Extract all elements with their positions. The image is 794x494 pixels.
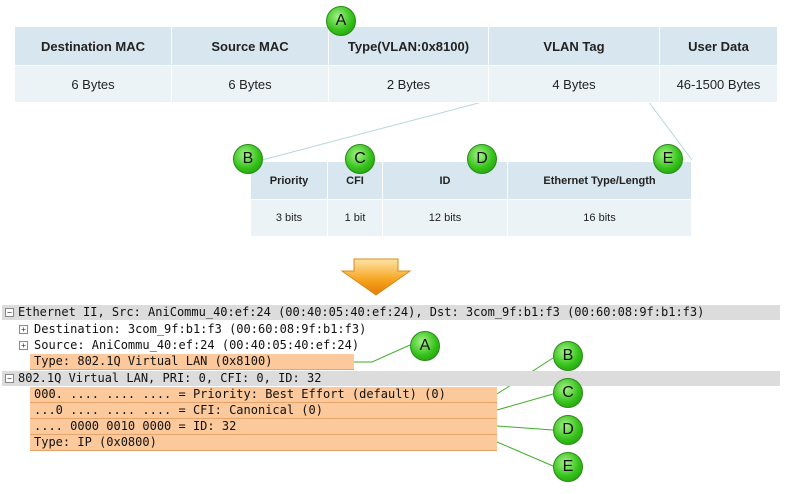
badge-c-top: C — [345, 144, 375, 174]
id-line[interactable]: .... 0000 0010 0000 = ID: 32 — [34, 419, 237, 433]
tag-value-cell: 1 bit — [327, 199, 383, 237]
down-arrow-icon — [340, 258, 412, 296]
expand-plus-icon[interactable]: + — [19, 325, 28, 334]
collapse-minus-icon[interactable]: − — [5, 308, 14, 317]
tag-header-row: Priority CFI ID Ethernet Type/Length — [250, 161, 692, 200]
tag-value-cell: 12 bits — [382, 199, 508, 237]
badge-b-top: B — [233, 144, 263, 174]
badge-d-bottom: D — [553, 415, 583, 445]
badge-e-top: E — [653, 144, 683, 174]
callout-d-line — [496, 425, 554, 431]
tag-left-connector — [261, 100, 487, 161]
frame-value-cell: 6 Bytes — [171, 65, 329, 103]
badge-b-bottom: B — [553, 341, 583, 371]
destination-line[interactable]: Destination: 3com_9f:b1:f3 (00:60:08:9f:… — [34, 322, 367, 336]
frame-value-cell: 46-1500 Bytes — [659, 65, 778, 103]
badge-d-top: D — [467, 144, 497, 174]
ethertype-highlight — [30, 435, 497, 451]
priority-highlight — [30, 387, 497, 403]
vlan-summary[interactable]: 802.1Q Virtual LAN, PRI: 0, CFI: 0, ID: … — [18, 371, 322, 385]
callout-c-line — [496, 393, 554, 411]
frame-value-row: 6 Bytes 6 Bytes 2 Bytes 4 Bytes 46-1500 … — [14, 65, 778, 103]
ethernet-frame-table: Destination MAC Source MAC Type(VLAN:0x8… — [14, 26, 778, 103]
frame-header-cell: VLAN Tag — [488, 26, 660, 66]
type-line[interactable]: Type: 802.1Q Virtual LAN (0x8100) — [34, 354, 273, 368]
frame-header-cell: Destination MAC — [14, 26, 172, 66]
tag-right-connector — [647, 100, 693, 161]
callout-e-line — [496, 441, 554, 467]
priority-line[interactable]: 000. .... .... .... = Priority: Best Eff… — [34, 387, 446, 401]
expand-plus-icon[interactable]: + — [19, 341, 28, 350]
badge-c-bottom: C — [553, 378, 583, 408]
tag-value-row: 3 bits 1 bit 12 bits 16 bits — [250, 199, 692, 237]
badge-e-bottom: E — [553, 452, 583, 482]
frame-header-cell: Source MAC — [171, 26, 329, 66]
tag-header-cell: Priority — [250, 161, 328, 200]
cfi-line[interactable]: ...0 .... .... .... = CFI: Canonical (0) — [34, 403, 323, 417]
frame-value-cell: 2 Bytes — [328, 65, 489, 103]
badge-a-bottom: A — [410, 331, 440, 361]
tag-value-cell: 16 bits — [507, 199, 692, 237]
type-highlight — [30, 354, 354, 370]
cfi-highlight — [30, 403, 497, 419]
frame-header-row: Destination MAC Source MAC Type(VLAN:0x8… — [14, 26, 778, 66]
badge-a-top: A — [326, 6, 356, 36]
ethertype-line[interactable]: Type: IP (0x0800) — [34, 435, 157, 449]
frame-value-cell: 6 Bytes — [14, 65, 172, 103]
ethernet-summary[interactable]: Ethernet II, Src: AniCommu_40:ef:24 (00:… — [18, 305, 705, 319]
vlan-row-bar — [2, 371, 780, 386]
frame-value-cell: 4 Bytes — [488, 65, 660, 103]
frame-header-cell: User Data — [659, 26, 778, 66]
tag-value-cell: 3 bits — [250, 199, 328, 237]
vlan-tag-table: Priority CFI ID Ethernet Type/Length 3 b… — [250, 161, 692, 237]
ethernet-row-bar — [2, 305, 780, 320]
collapse-minus-icon[interactable]: − — [5, 374, 14, 383]
frame-header-cell: Type(VLAN:0x8100) — [328, 26, 489, 66]
callout-a-line — [354, 344, 411, 363]
source-line[interactable]: Source: AniCommu_40:ef:24 (00:40:05:40:e… — [34, 338, 360, 352]
id-highlight — [30, 419, 497, 435]
